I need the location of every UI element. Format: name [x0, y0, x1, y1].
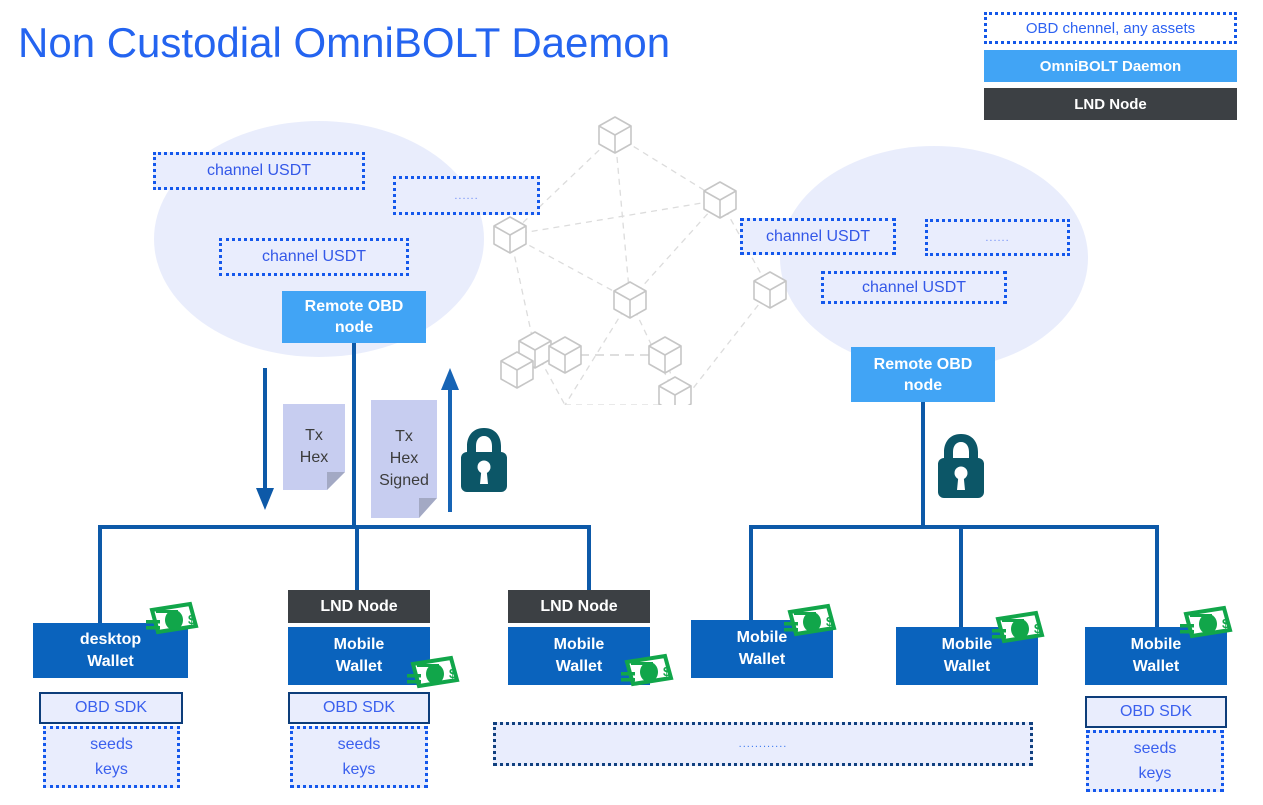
channel-box-right-1: channel USDT [740, 218, 896, 255]
document-tx-hex-text: Tx Hex [283, 404, 345, 490]
legend-label-lnd-node: LND Node [1074, 95, 1147, 113]
channel-box-right-ellipsis: ...... [925, 219, 1070, 256]
lnd-node-label: LND Node [540, 597, 618, 615]
tree-drop-wallet-4 [749, 525, 753, 627]
legend-label-omnibolt-daemon: OmniBOLT Daemon [1039, 57, 1182, 75]
remote-obd-node-right-line2: node [903, 376, 943, 394]
wallet-line1: Mobile [553, 636, 605, 653]
legend-item-obd-channel: OBD chennel, any assets [984, 12, 1237, 44]
channel-label: channel USDT [206, 162, 312, 179]
lnd-node-3: LND Node [508, 590, 650, 623]
tree-drop-wallet-1 [98, 525, 102, 627]
doc-line-hex: Hex [299, 449, 329, 466]
blockchain-mesh-graphic [493, 116, 787, 405]
document-tx-hex-signed: Tx Hex Signed [371, 400, 437, 518]
remote-obd-node-left[interactable]: Remote OBD node [282, 291, 426, 343]
channel-label: channel USDT [765, 227, 871, 245]
obd-sdk-1: OBD SDK [39, 692, 183, 724]
money-icon-5: $ [992, 610, 1045, 644]
doc-line-signed: Signed [379, 472, 429, 489]
obd-sdk-label: OBD SDK [74, 699, 147, 716]
obd-sdk-2: OBD SDK [288, 692, 430, 724]
remote-obd-node-left-line1: Remote OBD [304, 298, 404, 315]
seeds-keys-2: seeds keys [290, 726, 428, 788]
wallet-line2: Wallet [335, 658, 383, 675]
seeds-line2: keys [342, 761, 376, 778]
wallet-line2: Wallet [1132, 658, 1180, 675]
lock-icon-right [938, 434, 984, 498]
svg-text:$: $ [188, 612, 196, 627]
wallet-line1: Mobile [1130, 636, 1182, 653]
lnd-node-label: LND Node [320, 597, 398, 615]
document-tx-hex: Tx Hex [283, 404, 345, 490]
seeds-line1: seeds [90, 736, 133, 753]
money-icon-6: $ [1180, 605, 1233, 639]
remote-obd-node-right[interactable]: Remote OBD node [851, 347, 995, 402]
legend: OBD chennel, any assets OmniBOLT Daemon … [984, 12, 1237, 126]
svg-text:$: $ [1034, 621, 1042, 636]
trunk-line-left [352, 343, 356, 527]
wallet-line2: Wallet [738, 651, 786, 668]
seeds-line1: seeds [337, 736, 381, 753]
channel-label: channel USDT [261, 248, 367, 265]
wallet-line2: Wallet [555, 658, 603, 675]
doc-line-tx: Tx [395, 428, 413, 445]
doc-line-hex: Hex [389, 450, 419, 467]
obd-sdk-label: OBD SDK [322, 699, 395, 716]
tree-drop-wallet-2 [355, 525, 359, 590]
wallet-line2: Wallet [87, 652, 134, 670]
wallet-mobile-6[interactable]: Mobile Wallet [1085, 627, 1227, 685]
trunk-line-right [921, 402, 925, 527]
money-icon-1: $ [146, 601, 199, 635]
money-icon-3: $ [621, 653, 674, 687]
lock-icon-left [461, 428, 507, 492]
remote-obd-node-left-line2: node [334, 319, 374, 336]
channel-label: ...... [985, 231, 1010, 244]
tree-drop-wallet-3 [587, 525, 591, 590]
tree-drop-wallet-6 [1155, 525, 1159, 627]
wallet-line1: Mobile [736, 629, 788, 646]
legend-item-lnd-node: LND Node [984, 88, 1237, 120]
wallet-line1: Mobile [333, 636, 385, 653]
channel-label: channel USDT [861, 278, 967, 296]
money-icon-4: $ [784, 603, 837, 637]
tree-bus-left [98, 525, 590, 529]
wallet-line1: desktop [79, 630, 142, 648]
channel-label: ...... [454, 189, 479, 202]
channel-box-left-1: channel USDT [153, 152, 365, 190]
seeds-line2: keys [95, 761, 128, 778]
obd-sdk-label: OBD SDK [1119, 703, 1192, 720]
page-title: Non Custodial OmniBOLT Daemon [18, 19, 671, 66]
wallet-line1: Mobile [941, 636, 993, 653]
remote-obd-node-right-line1: Remote OBD [873, 355, 973, 373]
svg-text:$: $ [663, 664, 671, 679]
ellipsis-bar-label: ............ [738, 738, 788, 750]
seeds-keys-6: seeds keys [1086, 730, 1224, 792]
arrow-down-tx-hex [256, 368, 274, 510]
tree-drop-wallet-5 [959, 525, 963, 627]
seeds-keys-1: seeds keys [43, 726, 180, 788]
wallet-line2: Wallet [943, 658, 991, 675]
channel-box-left-ellipsis: ...... [393, 176, 540, 215]
arrow-up-tx-hex-signed [441, 368, 459, 512]
document-tx-hex-signed-text: Tx Hex Signed [371, 400, 437, 518]
svg-text:$: $ [449, 666, 457, 681]
seeds-line1: seeds [1133, 740, 1177, 757]
ellipsis-bar: ............ [493, 722, 1033, 766]
money-icon-2: $ [407, 655, 460, 689]
obd-sdk-6: OBD SDK [1085, 696, 1227, 728]
lnd-node-2: LND Node [288, 590, 430, 623]
legend-item-omnibolt-daemon: OmniBOLT Daemon [984, 50, 1237, 82]
channel-box-right-2: channel USDT [821, 271, 1007, 304]
doc-line-tx: Tx [305, 427, 323, 444]
seeds-line2: keys [1138, 765, 1172, 782]
svg-text:$: $ [826, 614, 834, 629]
svg-text:$: $ [1222, 616, 1230, 631]
wallet-mobile-2[interactable]: Mobile Wallet [288, 627, 430, 685]
tree-bus-right [749, 525, 1159, 529]
channel-box-left-2: channel USDT [219, 238, 409, 276]
legend-label-obd-channel: OBD chennel, any assets [1025, 19, 1196, 37]
network-cloud-right [780, 146, 1088, 370]
